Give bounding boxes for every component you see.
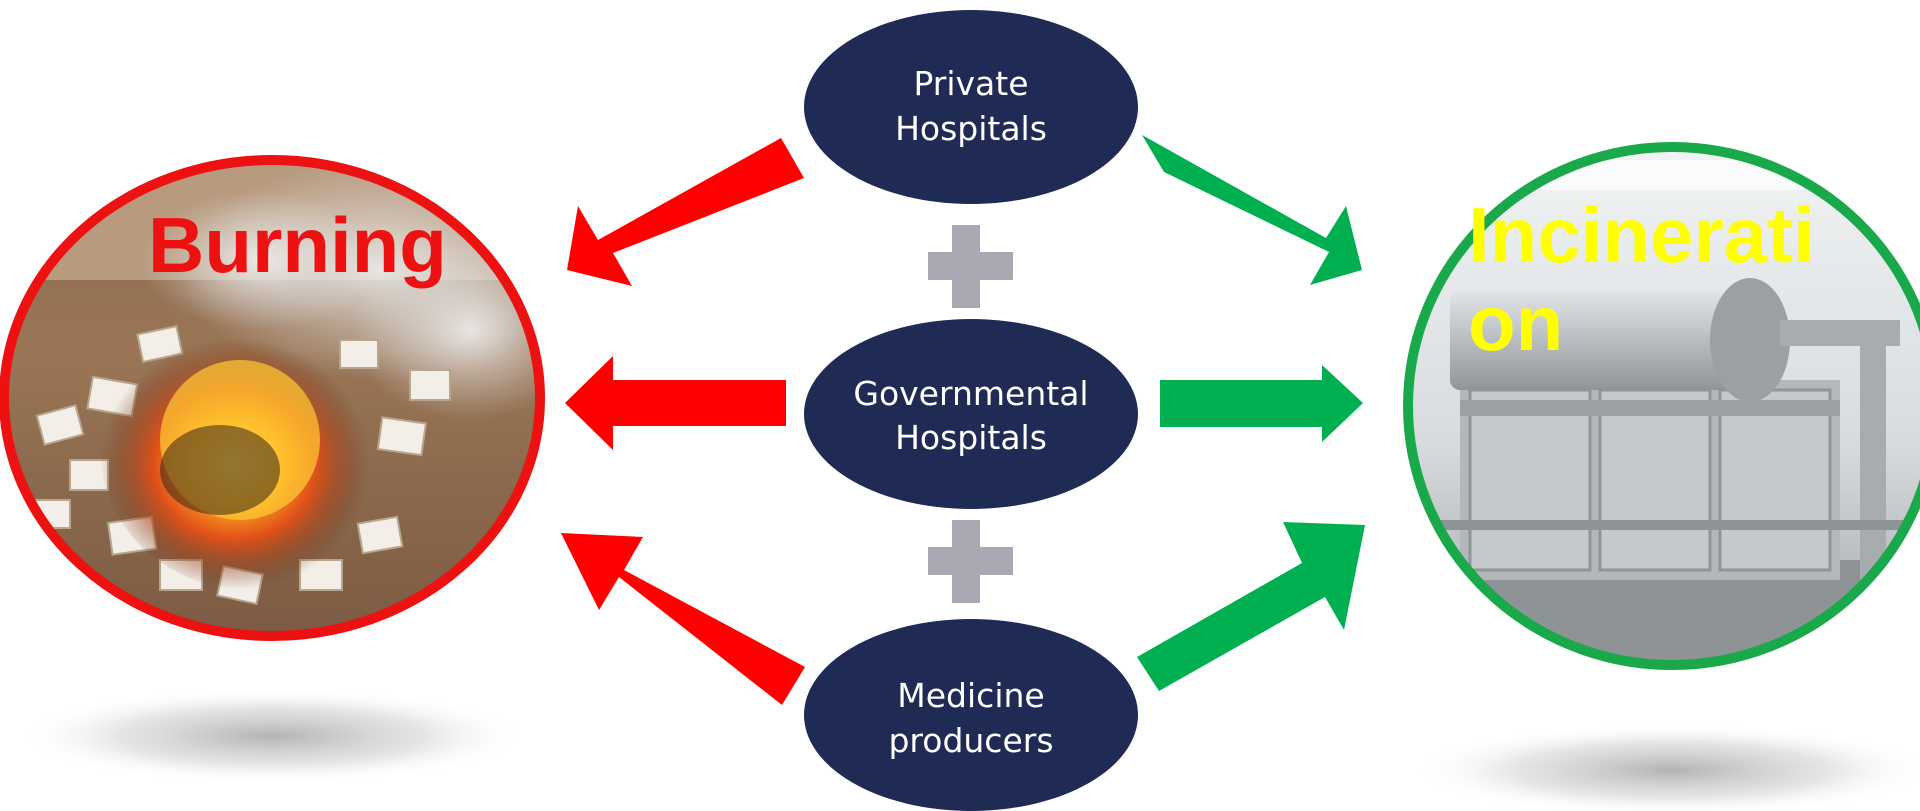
node-medicine-line2: producers — [888, 721, 1053, 760]
arrow-governmental-to-incineration — [1160, 365, 1363, 442]
node-private-hospitals: Private Hospitals — [804, 10, 1138, 204]
plus-icon-top — [928, 225, 1013, 308]
node-governmental-line2: Hospitals — [895, 418, 1047, 457]
node-governmental-line1: Governmental — [853, 374, 1088, 413]
node-medicine-producers: Medicine producers — [804, 619, 1138, 811]
plus-icon-bottom — [928, 520, 1013, 603]
arrow-private-to-burning — [567, 138, 804, 286]
incineration-border — [1403, 142, 1920, 670]
burning-border — [0, 155, 545, 641]
left-shadow — [17, 688, 527, 784]
node-private-line1: Private — [913, 64, 1028, 103]
arrow-medicine-to-incineration — [1137, 522, 1365, 691]
arrow-private-to-incineration — [1142, 135, 1362, 285]
node-medicine-line1: Medicine — [897, 676, 1044, 715]
arrow-medicine-to-burning — [561, 533, 805, 705]
node-governmental-hospitals: Governmental Hospitals — [804, 319, 1138, 509]
incineration-label-line1: Incinerati — [1468, 191, 1815, 279]
right-shadow — [1412, 724, 1920, 811]
incineration-image — [1408, 147, 1920, 665]
incineration-label-line2: on — [1468, 279, 1563, 367]
arrow-governmental-to-burning — [565, 356, 786, 450]
node-private-line2: Hospitals — [895, 109, 1047, 148]
burning-label: Burning — [148, 201, 447, 289]
